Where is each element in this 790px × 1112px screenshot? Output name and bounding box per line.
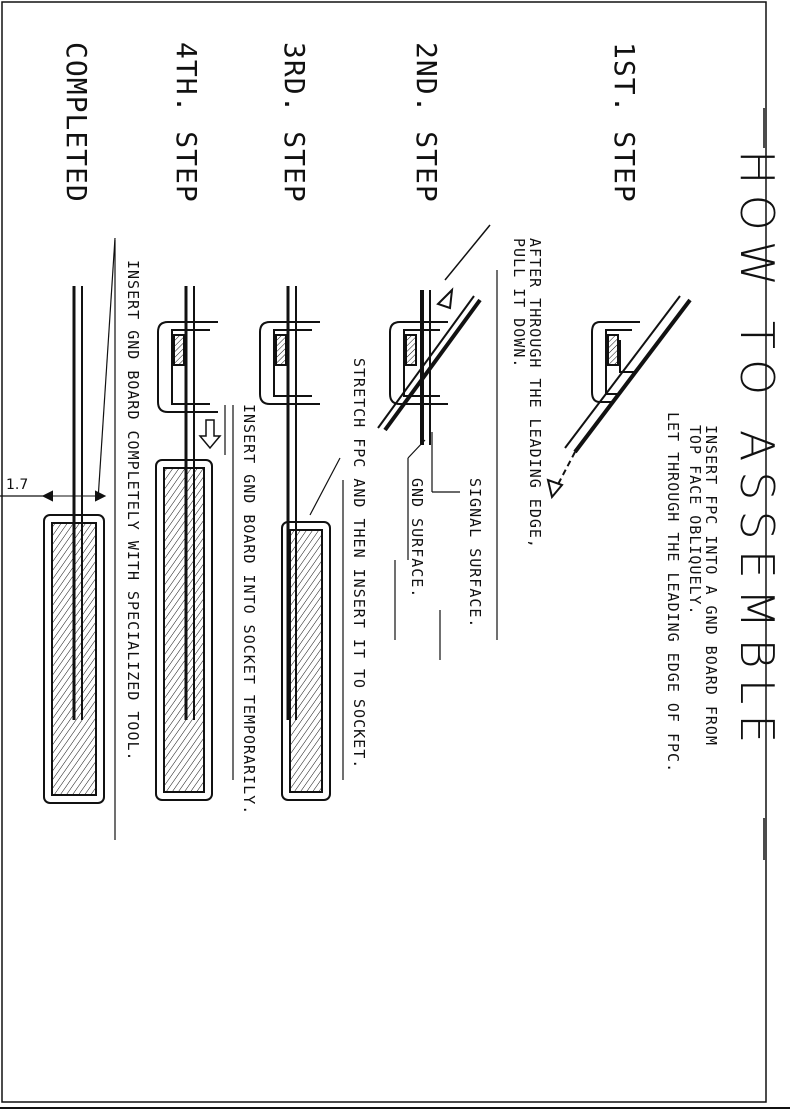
dimension-value: 1.7 bbox=[6, 477, 29, 493]
step-label-4: 4TH. STEP bbox=[170, 42, 203, 203]
step2-note-gnd-surface: GND SURFACE. bbox=[408, 478, 426, 599]
step4-illustration bbox=[155, 286, 226, 801]
step-label-1: 1ST. STEP bbox=[608, 42, 641, 203]
step2-note-signal-surface: SIGNAL SURFACE. bbox=[466, 478, 484, 629]
step1-note-leading-edge: LET THROUGH THE LEADING EDGE OF FPC. bbox=[664, 412, 682, 774]
step1-note-line2: TOP FACE OBLIQUELY. bbox=[686, 425, 704, 616]
step1-illustration bbox=[546, 295, 692, 500]
note-underlines bbox=[114, 240, 498, 840]
step2-note-line2: PULL IT DOWN. bbox=[510, 238, 528, 369]
step-label-2: 2ND. STEP bbox=[410, 42, 443, 203]
step-label-completed: COMPLETED bbox=[60, 42, 93, 203]
step2-note-line1: AFTER THROUGH THE LEADING EDGE, bbox=[526, 238, 544, 549]
step3-note: STRETCH FPC AND THEN INSERT IT TO SOCKET… bbox=[350, 358, 368, 770]
step2-illustration bbox=[377, 224, 491, 560]
step1-note-line1: INSERT FPC INTO A GND BOARD FROM bbox=[702, 425, 720, 746]
completed-note: INSERT GND BOARD COMPLETELY WITH SPECIAL… bbox=[124, 260, 142, 762]
step-label-3: 3RD. STEP bbox=[278, 42, 311, 203]
completed-illustration bbox=[0, 237, 116, 804]
drawing-title: HOW TO ASSEMBLE bbox=[730, 150, 784, 754]
drawing-border bbox=[1, 1, 767, 1103]
step3-illustration bbox=[259, 286, 341, 801]
step4-note: INSERT GND BOARD INTO SOCKET TEMPORARILY… bbox=[240, 404, 258, 816]
